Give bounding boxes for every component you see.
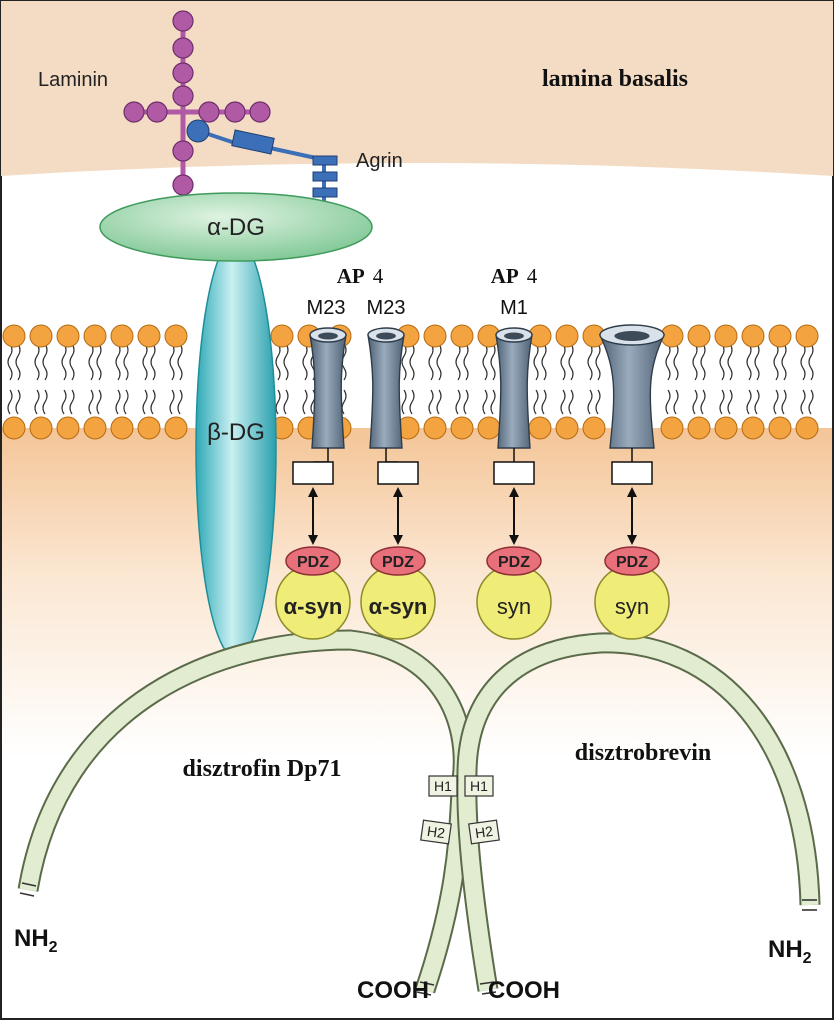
pdz-label: PDZ [616, 554, 648, 571]
lipid-molecule [741, 324, 765, 440]
complex-4: PDZ syn [594, 461, 670, 640]
helix-h2-right: H2 [468, 819, 500, 845]
pdz-domain [604, 546, 660, 576]
lipid-molecule [270, 324, 294, 440]
svg-text:H1: H1 [434, 778, 452, 794]
lipid-molecule [83, 324, 107, 440]
channel-group-2-label: AP 4 M1 [491, 264, 538, 319]
pdz-label: PDZ [498, 554, 530, 571]
syntrophin-label: α-syn [284, 594, 343, 619]
syntrophin-complexes: PDZ α-syn PDZ α-syn PDZ syn PDZ syn [275, 461, 670, 640]
nh2-left-label: NH2 [14, 925, 58, 956]
channel-m23-a [309, 327, 347, 462]
channel-label-m23-a: M23 [307, 297, 346, 319]
svg-text:H1: H1 [470, 778, 488, 794]
cooh-right-label: COOH [488, 977, 560, 1004]
channel-m1 [495, 327, 533, 462]
pdz-domain [285, 546, 341, 576]
lamina-basalis-label: lamina basalis [542, 66, 688, 92]
complex-2: PDZ α-syn [360, 461, 436, 640]
lipid-molecule [528, 324, 552, 440]
lamina-basalis-region [1, 1, 833, 176]
beta-dg-label: β-DG [207, 419, 265, 446]
lipid-molecule [555, 324, 579, 440]
lipid-molecule [137, 324, 161, 440]
filament-end-marks [19, 882, 817, 996]
aquaporin-channels [309, 324, 666, 462]
connector-box [611, 461, 653, 485]
pdz-label: PDZ [297, 554, 329, 571]
lipid-molecule [714, 324, 738, 440]
lipid-molecule [164, 324, 188, 440]
svg-text:AP 4: AP 4 [337, 264, 384, 288]
lipid-molecule [768, 324, 792, 440]
helix-h1-left: H1 [428, 775, 458, 797]
channel-m23-b [367, 327, 405, 462]
alpha-dg-label: α-DG [207, 214, 265, 241]
pdz-domain [486, 546, 542, 576]
lipid-molecule [450, 324, 474, 440]
lipid-molecule [56, 324, 80, 440]
dystrophin-filament [17, 629, 474, 994]
lipid-molecule [110, 324, 134, 440]
lipid-molecule [2, 324, 26, 440]
lipid-molecule [687, 324, 711, 440]
syntrophin-label: syn [497, 594, 531, 619]
connector-box [292, 461, 334, 485]
syntrophin-label: α-syn [369, 594, 428, 619]
connector-box [377, 461, 419, 485]
syntrophin-label: syn [615, 594, 649, 619]
connector-box [493, 461, 535, 485]
pdz-domain [370, 546, 426, 576]
agrin [186, 119, 338, 204]
nh2-right-label: NH2 [768, 936, 812, 967]
laminin-globules [123, 10, 271, 196]
pdz-label: PDZ [382, 554, 414, 571]
svg-text:H2: H2 [474, 823, 494, 841]
lipid-molecule [582, 324, 606, 440]
alpha-dg [99, 192, 373, 262]
helix-h2-left: H2 [420, 819, 452, 845]
lipid-molecule [795, 324, 819, 440]
lipid-molecule [660, 324, 684, 440]
svg-text:AP 4: AP 4 [491, 264, 538, 288]
channel-label-m23-b: M23 [367, 297, 406, 319]
channel-group-1-label: AP 4 M23 M23 [307, 264, 406, 319]
laminin-label: Laminin [38, 69, 108, 91]
svg-text:H2: H2 [426, 823, 446, 841]
dystrobrevin-label: disztrobrevin [575, 740, 711, 766]
beta-dg [195, 237, 277, 659]
agrin-label: Agrin [356, 150, 403, 172]
lipid-molecule [423, 324, 447, 440]
channel-label-m1: M1 [500, 297, 528, 319]
lipid-molecule [29, 324, 53, 440]
complex-1: PDZ α-syn [275, 461, 351, 640]
helix-h1-right: H1 [464, 775, 494, 797]
dystrophin-label: disztrofin Dp71 [183, 756, 342, 782]
lipid-bilayer [2, 324, 819, 440]
dystrobrevin-filament [456, 632, 821, 992]
channel-unlabeled [598, 324, 666, 462]
complex-3: PDZ syn [476, 461, 552, 640]
cooh-left-label: COOH [357, 977, 429, 1004]
